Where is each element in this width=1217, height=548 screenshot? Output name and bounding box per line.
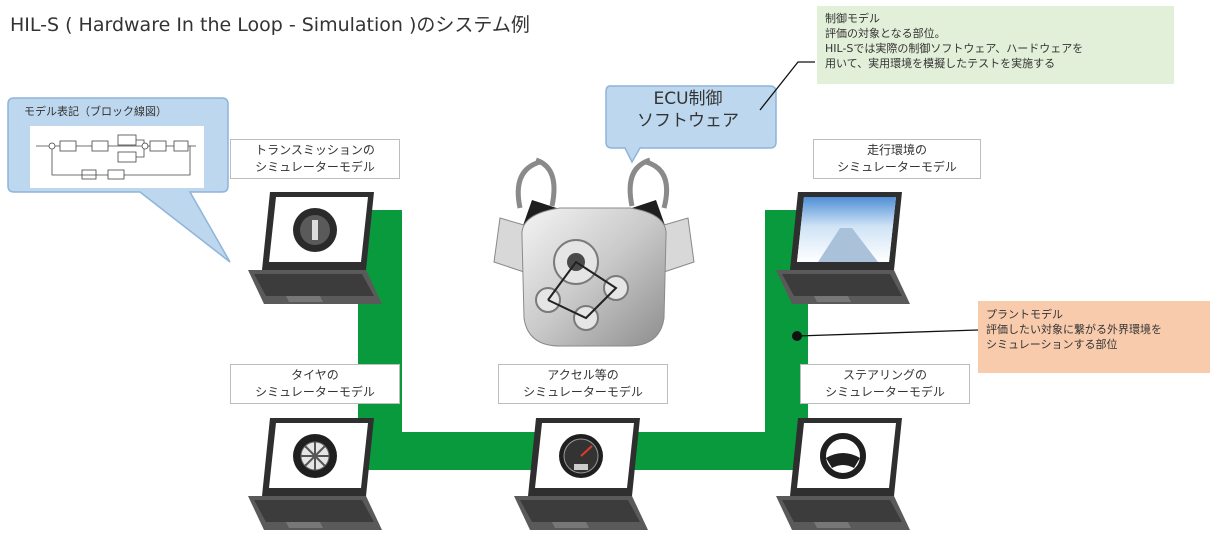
control-model-heading: 制御モデル [825,12,880,25]
label-line: シミュレーターモデル [255,385,375,399]
engine-ecu-illustration [493,157,695,347]
ecu-bubble [605,85,777,164]
page-title: HIL-S ( Hardware In the Loop - Simulatio… [10,14,530,36]
label-tire-simulator: タイヤの シミュレーターモデル [230,364,400,404]
plant-model-line2: シミュレーションする部位 [986,338,1118,351]
ecu-line2: ソフトウェア [637,111,739,131]
laptop-driving-env [776,192,910,304]
snow-road-icon [797,197,896,262]
gear-shift-icon [293,208,337,252]
label-line: シミュレーターモデル [523,385,643,399]
model-notation-title: モデル表記（ブロック線図） [24,105,167,118]
control-model-line3: 用いて、実用環境を模擬したテストを実施する [825,57,1056,70]
block-diagram-icon [36,134,196,180]
laptop-steering [776,418,910,530]
control-model-line2: HIL-Sでは実際の制御ソフトウェア、ハードウェアを [825,42,1084,55]
label-driving-env-simulator: 走行環境の シミュレーターモデル [813,139,981,179]
control-model-line1: 評価の対象となる部位。 [825,27,946,40]
plant-model-pointer [792,329,979,341]
label-line: タイヤの [291,368,339,382]
plant-model-note: プラントモデル 評価したい対象に繋がる外界環境を シミュレーションする部位 [978,301,1210,373]
laptop-tire [248,418,382,530]
label-transmission-simulator: トランスミッションの シミュレーターモデル [230,139,400,179]
control-model-pointer [759,61,815,111]
label-line: シミュレーターモデル [837,160,957,174]
model-notation-bubble [7,97,231,263]
laptop-accelerator [514,418,648,530]
steering-wheel-icon [820,433,866,479]
label-line: シミュレーターモデル [825,385,945,399]
tire-wheel-icon [293,434,337,478]
plant-model-heading: プラントモデル [986,308,1063,321]
label-line: トランスミッションの [255,143,375,157]
label-line: シミュレーターモデル [255,160,375,174]
control-model-note: 制御モデル 評価の対象となる部位。 HIL-Sでは実際の制御ソフトウェア、ハード… [817,6,1174,84]
plant-model-line1: 評価したい対象に繋がる外界環境を [986,323,1162,336]
ecu-line1: ECU制御 [653,89,723,109]
label-accelerator-simulator: アクセル等の シミュレーターモデル [498,364,668,404]
label-line: アクセル等の [547,368,619,382]
label-line: ステアリングの [842,368,927,382]
label-steering-simulator: ステアリングの シミュレーターモデル [800,364,970,404]
laptop-transmission [248,192,382,304]
speedometer-icon [559,434,603,478]
ecu-software-label: ECU制御 ソフトウェア [605,88,771,132]
label-line: 走行環境の [866,143,927,157]
